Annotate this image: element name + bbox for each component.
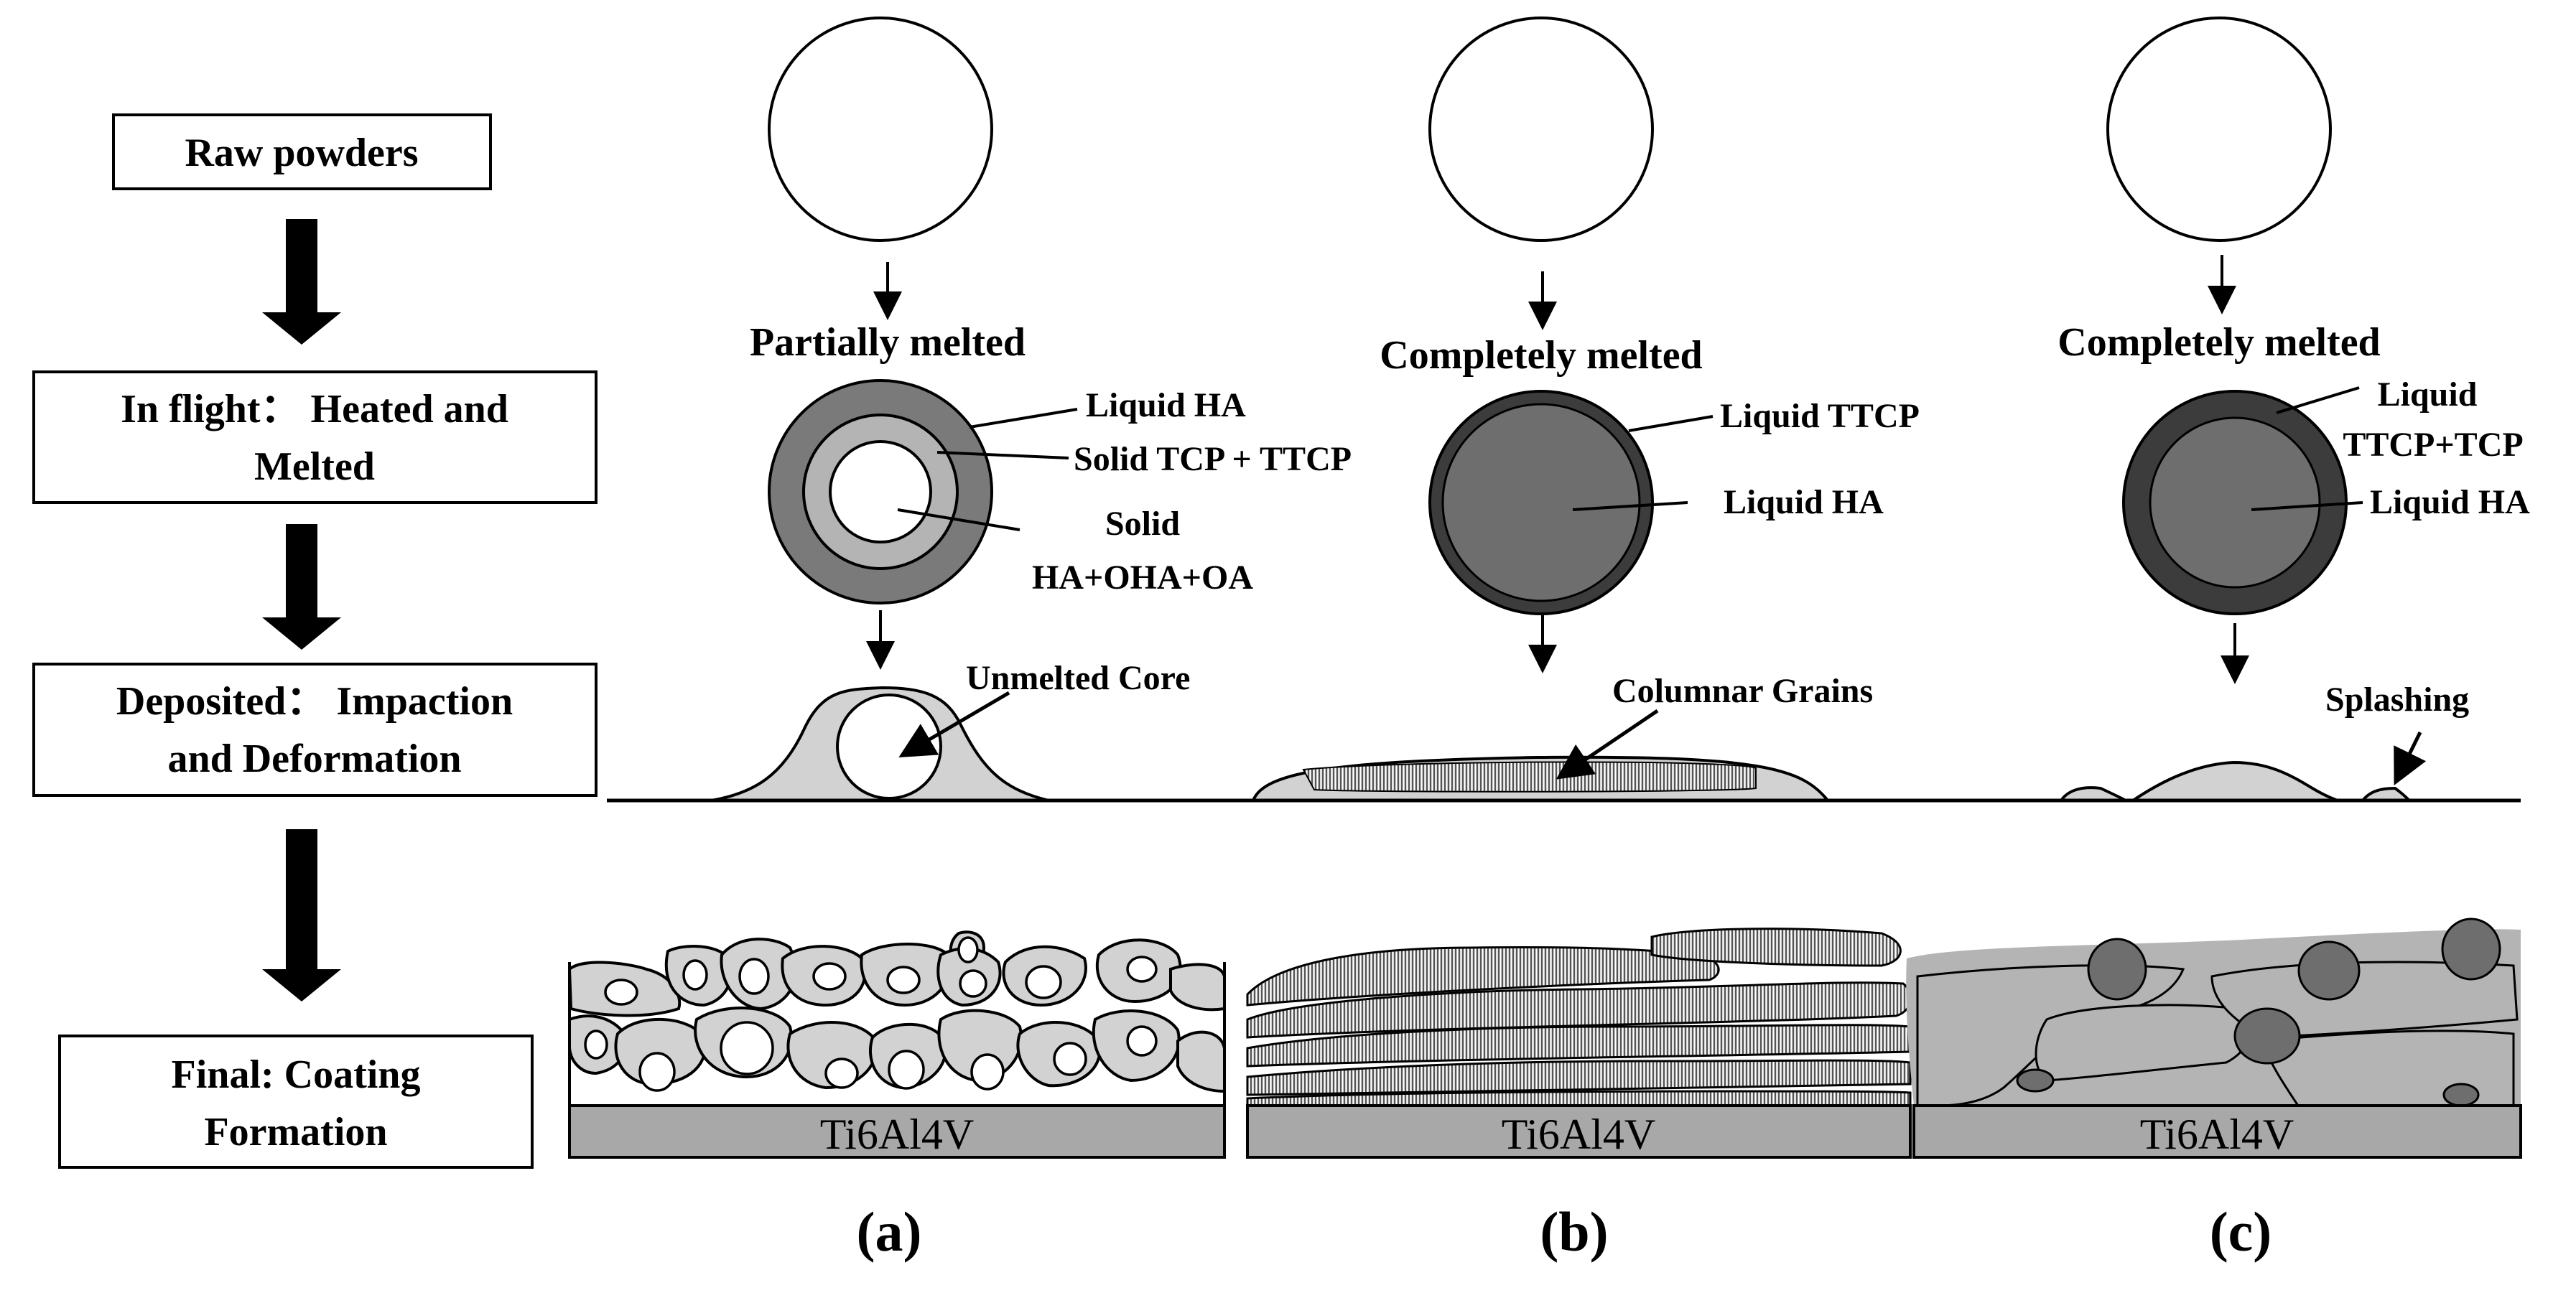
flow-column: Raw powders In flight： Heated and Melted…	[32, 113, 597, 1169]
flow-arrow-1	[262, 219, 341, 345]
coating-a-splat	[614, 1017, 707, 1086]
state-label-c: Completely melted	[2057, 320, 2380, 365]
flow-arrow-2	[262, 524, 341, 650]
leader-solid-tcp-a	[936, 451, 1069, 459]
leader-liquid-ttcp-tcp-c	[2276, 386, 2360, 414]
label-liquid-ttcp-b: Liquid TTCP	[1720, 397, 1920, 435]
label-liquid-ha-c: Liquid HA	[2370, 483, 2530, 521]
coating-b-lamella	[1650, 928, 1902, 967]
coating-a-core	[584, 1029, 608, 1060]
coating-a-core	[886, 966, 921, 994]
leader-liquid-ttcp-b	[1628, 415, 1714, 432]
substrate-label-c: Ti6Al4V	[2140, 1111, 2294, 1158]
splash-droplet-left	[2058, 786, 2131, 802]
coating-b	[1246, 928, 1912, 1107]
in-flight-label-line1: In flight： Heated and	[121, 387, 508, 431]
coating-c-droplet	[2233, 1007, 2301, 1065]
in-flight-label-line2: Melted	[254, 444, 375, 489]
coating-a-core	[957, 936, 979, 963]
coating-c-droplet	[2297, 940, 2361, 1001]
leader-liquid-ha-b	[1572, 501, 1688, 511]
coating-a-core	[1053, 1042, 1087, 1076]
deposited-box	[32, 663, 597, 797]
leader-solid-core-a	[897, 508, 1020, 531]
raw-particle-c	[2106, 17, 2332, 242]
coating-c-droplet	[2016, 1068, 2055, 1093]
leader-liquid-ha-a	[969, 408, 1078, 429]
panel-label-a: (a)	[857, 1200, 922, 1263]
raw-powders-box	[112, 113, 492, 190]
coating-a-core	[720, 1021, 774, 1075]
particle-c-core	[2149, 416, 2321, 589]
coating-a-core	[682, 959, 708, 991]
label-solid-line1-a: Solid	[1105, 505, 1180, 543]
substrate-b	[1246, 1104, 1912, 1159]
final-box	[58, 1035, 534, 1169]
label-unmelted-core: Unmelted Core	[966, 659, 1190, 697]
label-liquid-ha-a: Liquid HA	[1086, 386, 1246, 424]
raw-powders-label: Raw powders	[185, 131, 418, 175]
leader-splashing	[2394, 731, 2427, 785]
final-label-line2: Formation	[204, 1110, 387, 1154]
final-label-line1: Final: Coating	[172, 1052, 421, 1097]
coating-a-core	[824, 1057, 859, 1089]
coating-c-droplet	[2441, 918, 2501, 981]
particle-b-core	[1441, 403, 1641, 602]
panel-b: Completely melted Liquid TTCP Liquid HA …	[1198, 17, 1932, 1263]
leader-columnar-grains	[1556, 709, 1659, 780]
substrate-label-a: Ti6Al4V	[820, 1111, 975, 1158]
columnar-grains-b	[1302, 761, 1757, 793]
label-columnar-grains: Columnar Grains	[1612, 672, 1873, 710]
coating-a-core	[1025, 965, 1062, 999]
panel-label-c: (c)	[2210, 1200, 2272, 1263]
label-liquid-ha-b: Liquid HA	[1724, 483, 1884, 521]
coating-c	[1906, 918, 2521, 1107]
coating-a-core	[638, 1052, 676, 1092]
coating-a-core	[970, 1053, 1005, 1091]
coating-a-core	[812, 962, 847, 991]
raw-particle-a	[768, 17, 993, 242]
substrate-c	[1912, 1104, 2522, 1159]
deposited-label-line2: and Deformation	[167, 737, 461, 781]
coating-b-lamella	[1246, 1090, 1912, 1107]
in-flight-box	[32, 370, 597, 504]
label-splashing: Splashing	[2325, 681, 2469, 719]
label-liquid-line1-c: Liquid	[2378, 375, 2478, 414]
state-label-b: Completely melted	[1380, 333, 1702, 378]
coating-a	[567, 930, 1226, 1106]
substrate-label-b: Ti6Al4V	[1502, 1111, 1656, 1158]
particle-a-core	[829, 440, 932, 543]
label-liquid-line2-c: TTCP+TCP	[2343, 426, 2523, 464]
panel-label-b: (b)	[1540, 1200, 1608, 1263]
leader-unmelted-core	[898, 691, 1010, 758]
coating-a-core	[959, 969, 987, 998]
splat-c	[2128, 760, 2338, 802]
coating-c-droplet	[2442, 1083, 2480, 1107]
unmelted-core-a	[836, 694, 942, 800]
coating-a-core	[888, 1050, 925, 1090]
coating-b-lamella	[1246, 1024, 1912, 1068]
leader-liquid-ha-c	[2251, 501, 2363, 511]
raw-particle-b	[1428, 17, 1654, 242]
substrate-a	[568, 1104, 1226, 1159]
label-solid-line2-a: HA+OHA+OA	[1032, 559, 1253, 597]
flow-arrow-3	[262, 829, 341, 1001]
label-solid-tcp-a: Solid TCP + TTCP	[1074, 440, 1352, 478]
splash-droplet-right	[2359, 786, 2413, 802]
panel-a: Partially melted Liquid HA Solid TCP + T…	[567, 17, 1352, 1263]
state-label-a: Partially melted	[750, 320, 1026, 365]
coating-a-core	[1126, 956, 1158, 983]
coating-b-lamella	[1246, 1059, 1912, 1096]
coating-a-core	[1126, 1025, 1158, 1057]
coating-a-core	[738, 958, 770, 995]
panel-c: Completely melted Liquid TTCP+TCP Liquid…	[1906, 17, 2530, 1263]
coating-c-droplet	[2087, 938, 2147, 1001]
deposited-label-line1: Deposited： Impaction	[116, 679, 513, 724]
coating-a-core	[604, 979, 638, 1006]
